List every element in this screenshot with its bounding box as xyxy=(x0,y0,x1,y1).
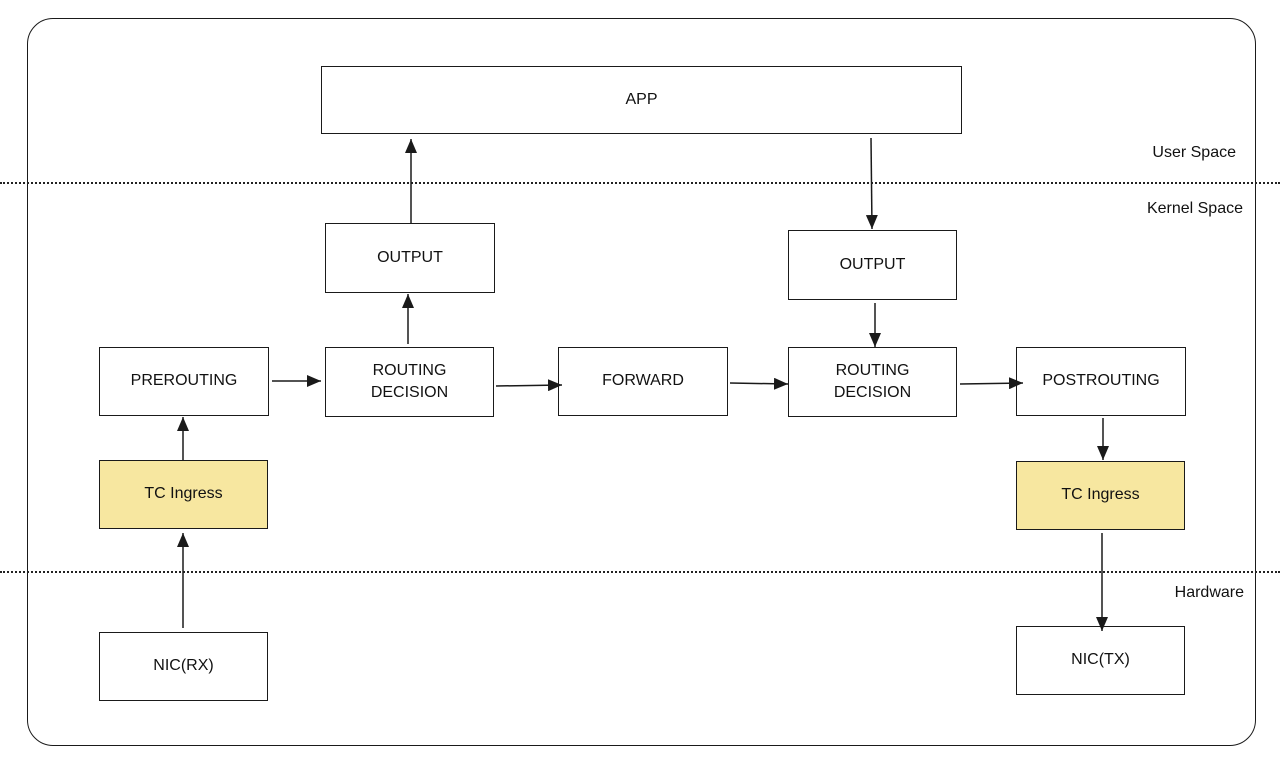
routing-decision-node-right: ROUTING DECISION xyxy=(788,347,957,417)
routing-decision-node-left: ROUTING DECISION xyxy=(325,347,494,417)
tc-ingress-node-right: TC Ingress xyxy=(1016,461,1185,530)
kernel-space-label: Kernel Space xyxy=(1146,200,1243,217)
prerouting-node: PREROUTING xyxy=(99,347,269,416)
diagram-frame xyxy=(27,18,1256,746)
tc-ingress-node-left: TC Ingress xyxy=(99,460,268,529)
output-node-left: OUTPUT xyxy=(325,223,495,293)
user-space-label: User Space xyxy=(1152,144,1236,161)
nic-tx-node: NIC(TX) xyxy=(1016,626,1185,695)
output-node-right: OUTPUT xyxy=(788,230,957,300)
forward-node: FORWARD xyxy=(558,347,728,416)
nic-rx-node: NIC(RX) xyxy=(99,632,268,701)
postrouting-node: POSTROUTING xyxy=(1016,347,1186,416)
app-node: APP xyxy=(321,66,962,134)
hardware-label: Hardware xyxy=(1174,584,1244,601)
kernel-hardware-divider xyxy=(0,571,1280,573)
user-kernel-divider xyxy=(0,182,1280,184)
